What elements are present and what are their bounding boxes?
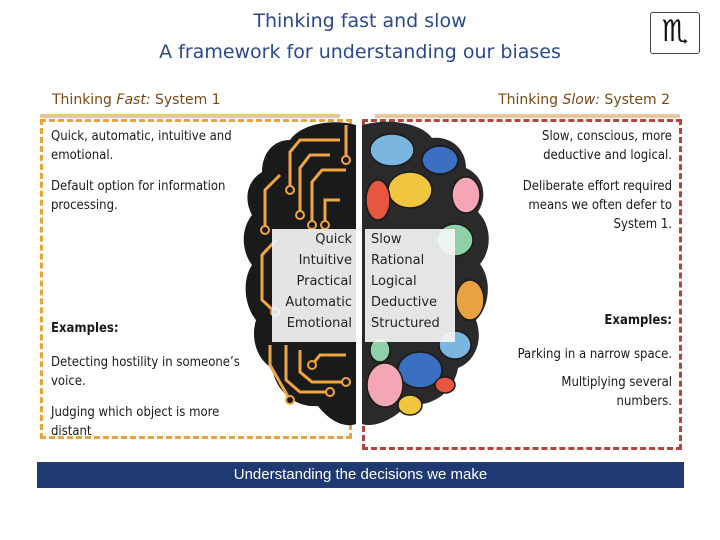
color-swirls [365, 133, 485, 416]
system1-default: Default option for information processin… [51, 179, 226, 213]
title-line-1: Thinking fast and slow [253, 10, 467, 32]
system2-effort: Deliberate effort required means we ofte… [522, 179, 672, 232]
system1-example-2: Judging which object is more distant [51, 405, 220, 439]
system2-header-suffix: System 2 [599, 92, 670, 108]
system1-header-suffix: System 1 [150, 92, 221, 108]
system2-header: Thinking Slow: System 2 [498, 92, 670, 108]
trait-item: Emotional [286, 316, 352, 331]
system2-example-2: Multiplying several numbers. [561, 375, 672, 409]
trait-item: Slow [371, 232, 402, 247]
system1-header: Thinking Fast: System 1 [52, 92, 221, 108]
trait-item: Quick [315, 232, 352, 247]
title-line-2: A framework for understanding our biases [159, 41, 561, 63]
system2-header-em: Slow: [562, 92, 600, 108]
scorpio-glyph-icon: ♏︎ [650, 12, 700, 54]
system2-traits: Slow Rational Logical Deductive Structur… [365, 229, 455, 342]
trait-item: Intuitive [298, 253, 352, 268]
system1-header-em: Fast: [116, 92, 151, 108]
trait-item: Practical [296, 274, 352, 289]
system2-description: Slow, conscious, more deductive and logi… [542, 129, 672, 163]
system1-example-1: Detecting hostility in someone’s voice. [51, 355, 240, 389]
system2-header-prefix: Thinking [498, 92, 563, 108]
trait-item: Structured [371, 316, 440, 331]
trait-item: Deductive [371, 295, 438, 310]
header-rule-right [375, 114, 680, 118]
header-rule-left [40, 114, 340, 118]
trait-item: Rational [371, 253, 425, 268]
system1-traits: Quick Intuitive Practical Automatic Emot… [272, 229, 356, 342]
system2-example-1: Parking in a narrow space. [517, 347, 672, 362]
trait-item: Logical [371, 274, 417, 289]
footer-banner: Understanding the decisions we make [37, 462, 684, 488]
system1-examples-label: Examples: [51, 321, 119, 336]
system2-examples-label: Examples: [604, 313, 672, 328]
system1-header-prefix: Thinking [52, 92, 117, 108]
trait-item: Automatic [285, 295, 352, 310]
circuit-traces [260, 125, 348, 401]
system1-description: Quick, automatic, intuitive and emotiona… [51, 129, 232, 163]
